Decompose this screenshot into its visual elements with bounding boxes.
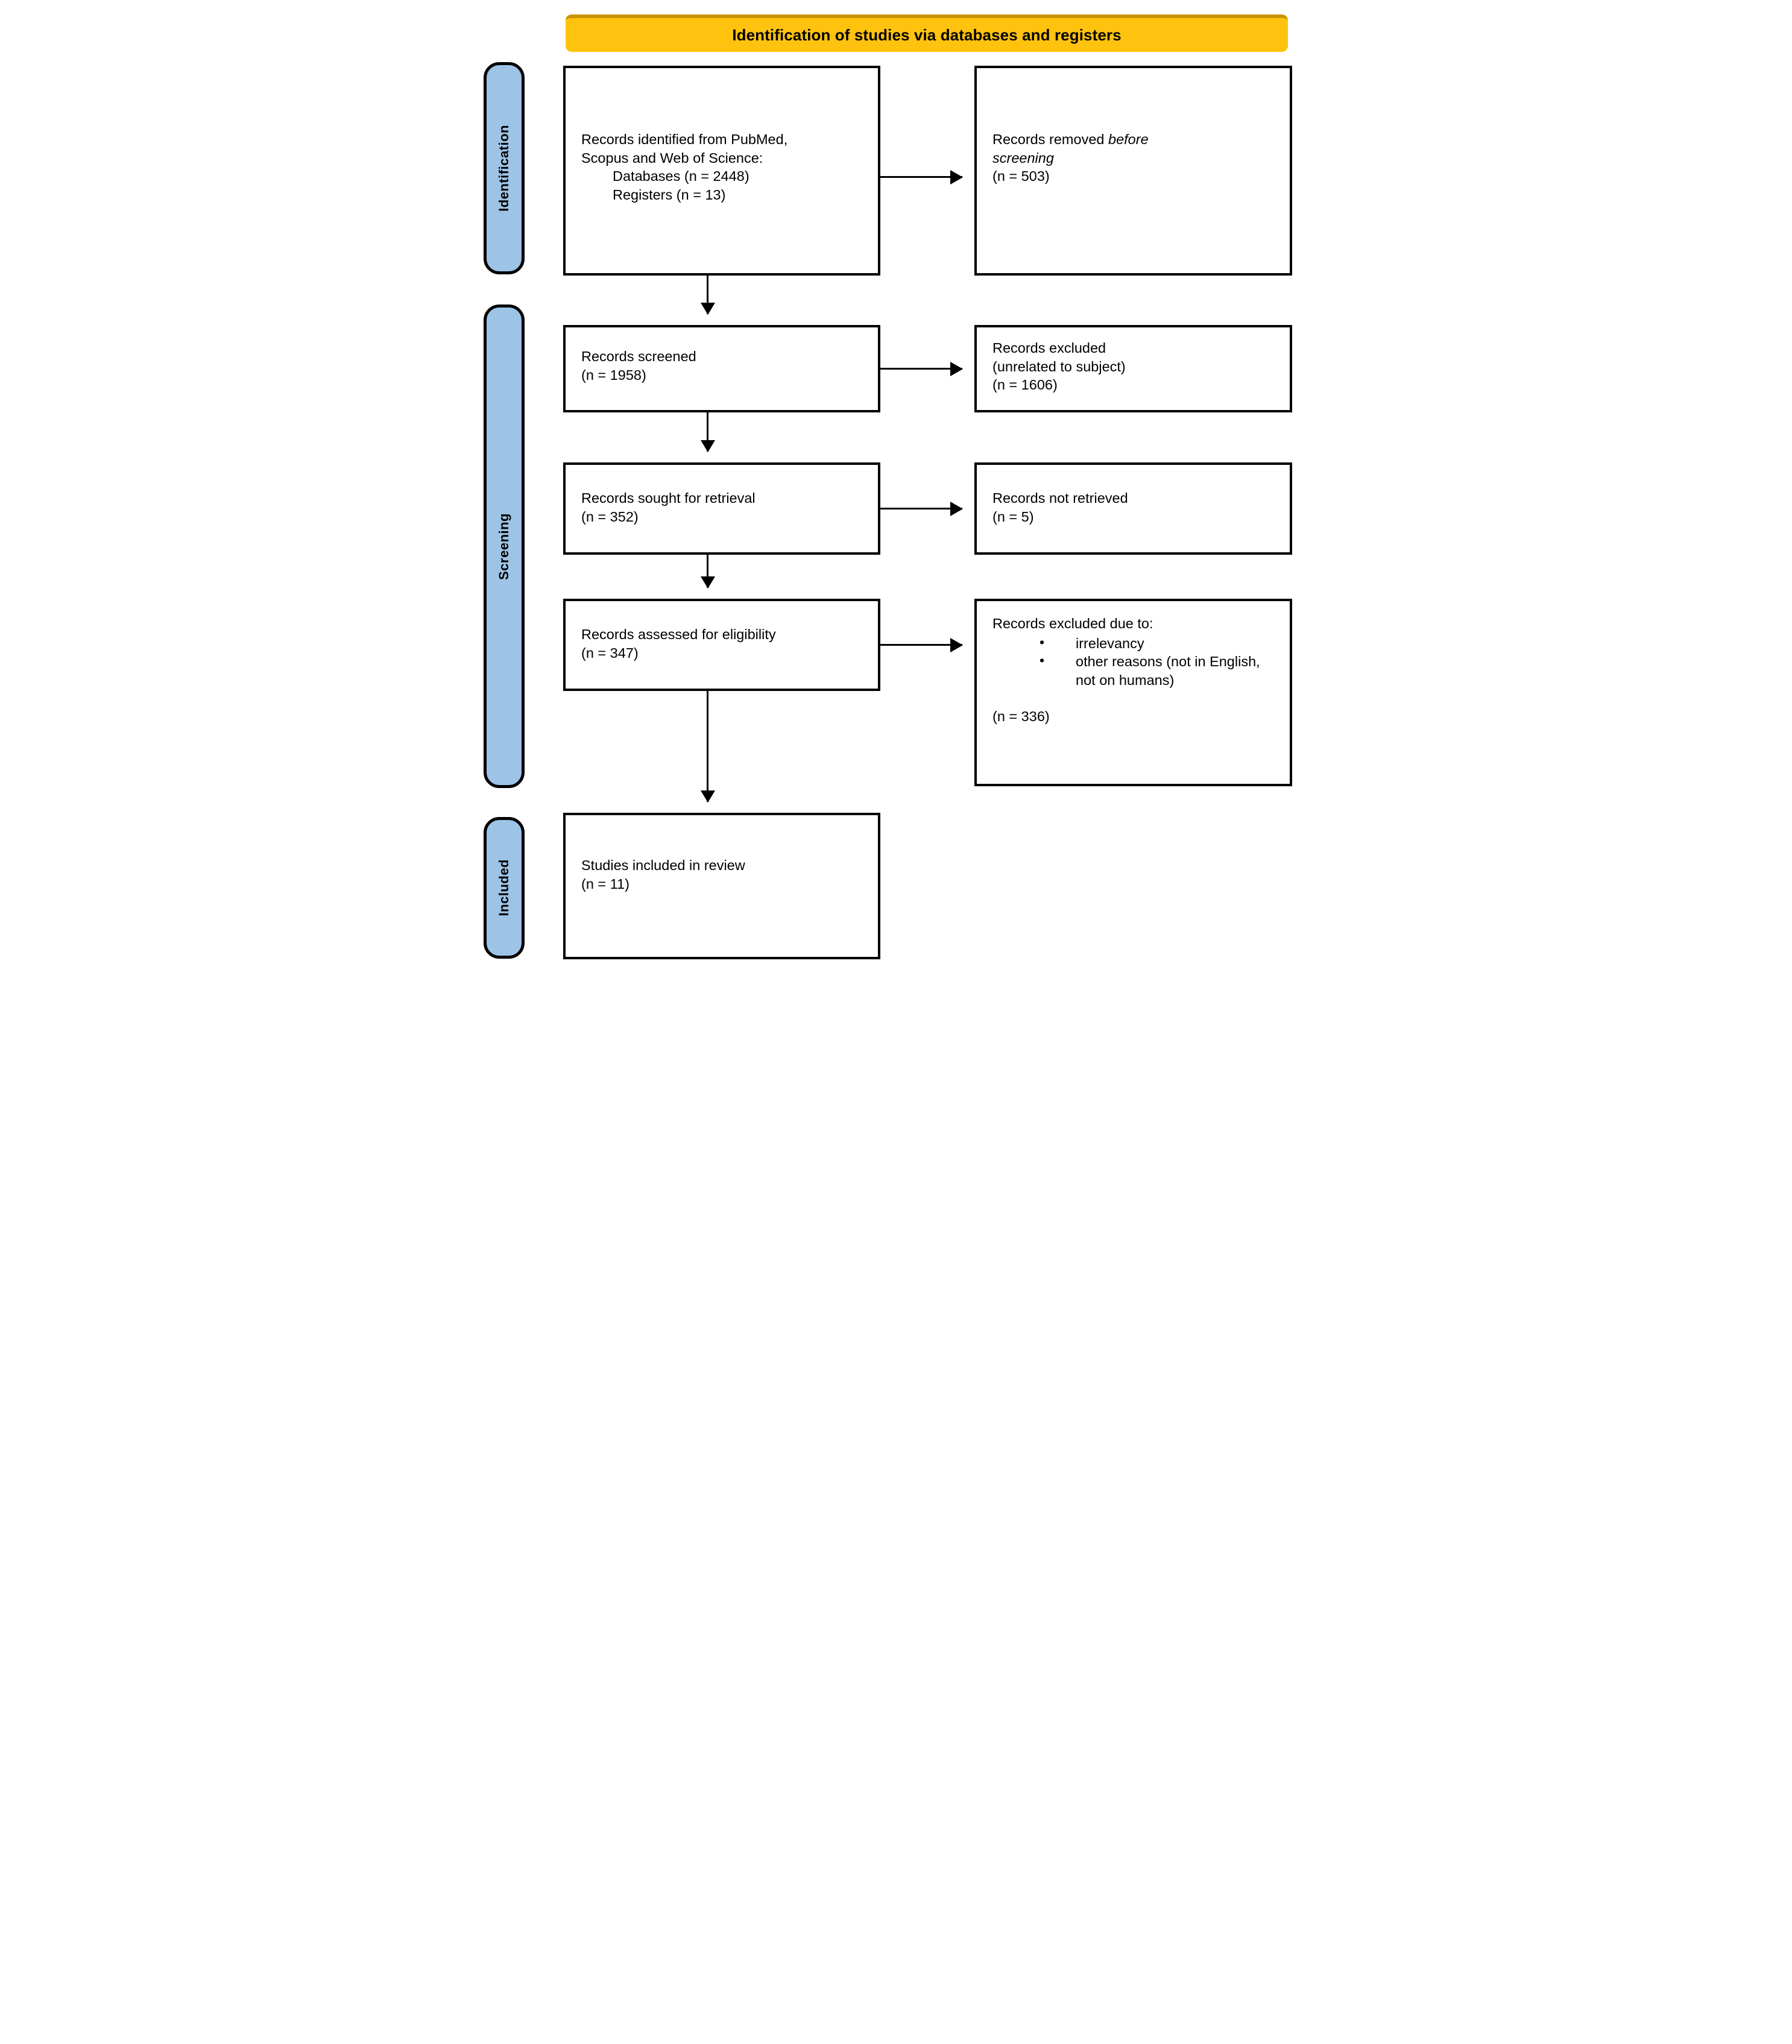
stage-identification: Identification: [484, 62, 525, 274]
list-item: irrelevancy: [992, 634, 1281, 653]
records-excluded-reasons-list: irrelevancy other reasons (not in Englis…: [992, 634, 1281, 690]
box-records-identified-text: Records identified from PubMed, Scopus a…: [581, 130, 869, 204]
box-records-assessed-text: Records assessed for eligibility (n = 34…: [581, 625, 869, 662]
stage-identification-label: Identification: [496, 125, 511, 212]
box-records-excluded-reasons: Records excluded due to: irrelevancy oth…: [974, 599, 1292, 786]
list-item: other reasons (not in English, not on hu…: [992, 652, 1281, 689]
stage-included-label: Included: [496, 859, 511, 916]
stage-screening-label: Screening: [496, 513, 511, 580]
arrow-down-identified-to-screened: [707, 276, 708, 314]
box-records-sought: Records sought for retrieval (n = 352): [563, 462, 880, 555]
records-excluded-reasons-count: (n = 336): [992, 708, 1050, 725]
studies-included-line1: Studies included in review: [581, 857, 745, 873]
box-records-sought-text: Records sought for retrieval (n = 352): [581, 489, 869, 526]
records-identified-registers: Registers (n = 13): [613, 186, 726, 203]
box-records-excluded: Records excluded (unrelated to subject) …: [974, 325, 1292, 412]
box-records-not-retrieved-text: Records not retrieved (n = 5): [992, 489, 1281, 526]
records-removed-prefix: Records removed: [992, 131, 1108, 147]
box-records-removed: Records removed before screening (n = 50…: [974, 66, 1292, 276]
records-identified-line1: Records identified from PubMed,: [581, 131, 788, 147]
records-excluded-count: (n = 1606): [992, 377, 1058, 393]
box-records-assessed: Records assessed for eligibility (n = 34…: [563, 599, 880, 691]
records-removed-italic-before: before: [1108, 131, 1149, 147]
records-not-retrieved-line1: Records not retrieved: [992, 490, 1128, 506]
banner-header: Identification of studies via databases …: [566, 14, 1288, 52]
arrow-right-identified-to-removed: [880, 176, 962, 178]
records-not-retrieved-count: (n = 5): [992, 508, 1034, 525]
box-records-removed-text: Records removed before screening (n = 50…: [992, 130, 1281, 186]
box-records-screened-text: Records screened (n = 1958): [581, 347, 869, 384]
records-identified-line2: Scopus and Web of Science:: [581, 150, 763, 166]
records-screened-line1: Records screened: [581, 349, 696, 364]
arrow-down-sought-to-assessed: [707, 555, 708, 588]
records-assessed-line1: Records assessed for eligibility: [581, 626, 776, 642]
box-studies-included-text: Studies included in review (n = 11): [581, 856, 869, 893]
arrow-right-assessed-to-excluded-reasons: [880, 644, 962, 646]
records-screened-count: (n = 1958): [581, 367, 646, 383]
records-excluded-reasons-line1: Records excluded due to:: [992, 616, 1153, 631]
records-assessed-count: (n = 347): [581, 645, 639, 661]
prisma-flow-diagram: Identification of studies via databases …: [474, 0, 1318, 962]
arrow-right-sought-to-not-retrieved: [880, 508, 962, 509]
records-removed-line2: screening: [992, 149, 1281, 168]
records-removed-italic-screening: screening: [992, 150, 1054, 166]
arrow-down-screened-to-sought: [707, 412, 708, 452]
studies-included-count: (n = 11): [581, 875, 629, 892]
arrow-right-screened-to-excluded: [880, 368, 962, 370]
banner-title: Identification of studies via databases …: [732, 25, 1122, 44]
records-removed-line1: Records removed before: [992, 130, 1281, 149]
records-excluded-line1: Records excluded: [992, 340, 1106, 356]
box-records-excluded-text: Records excluded (unrelated to subject) …: [992, 339, 1281, 394]
records-excluded-line2: (unrelated to subject): [992, 358, 1126, 374]
box-records-not-retrieved: Records not retrieved (n = 5): [974, 462, 1292, 555]
records-identified-databases: Databases (n = 2448): [613, 168, 749, 185]
stage-included: Included: [484, 817, 525, 959]
stage-screening: Screening: [484, 304, 525, 788]
records-sought-line1: Records sought for retrieval: [581, 490, 756, 506]
box-records-screened: Records screened (n = 1958): [563, 325, 880, 412]
box-records-identified: Records identified from PubMed, Scopus a…: [563, 66, 880, 276]
box-records-excluded-reasons-text: Records excluded due to: irrelevancy oth…: [992, 614, 1281, 726]
arrow-down-assessed-to-included: [707, 691, 708, 802]
records-removed-count: (n = 503): [992, 168, 1050, 185]
box-studies-included: Studies included in review (n = 11): [563, 813, 880, 959]
records-sought-count: (n = 352): [581, 508, 639, 525]
